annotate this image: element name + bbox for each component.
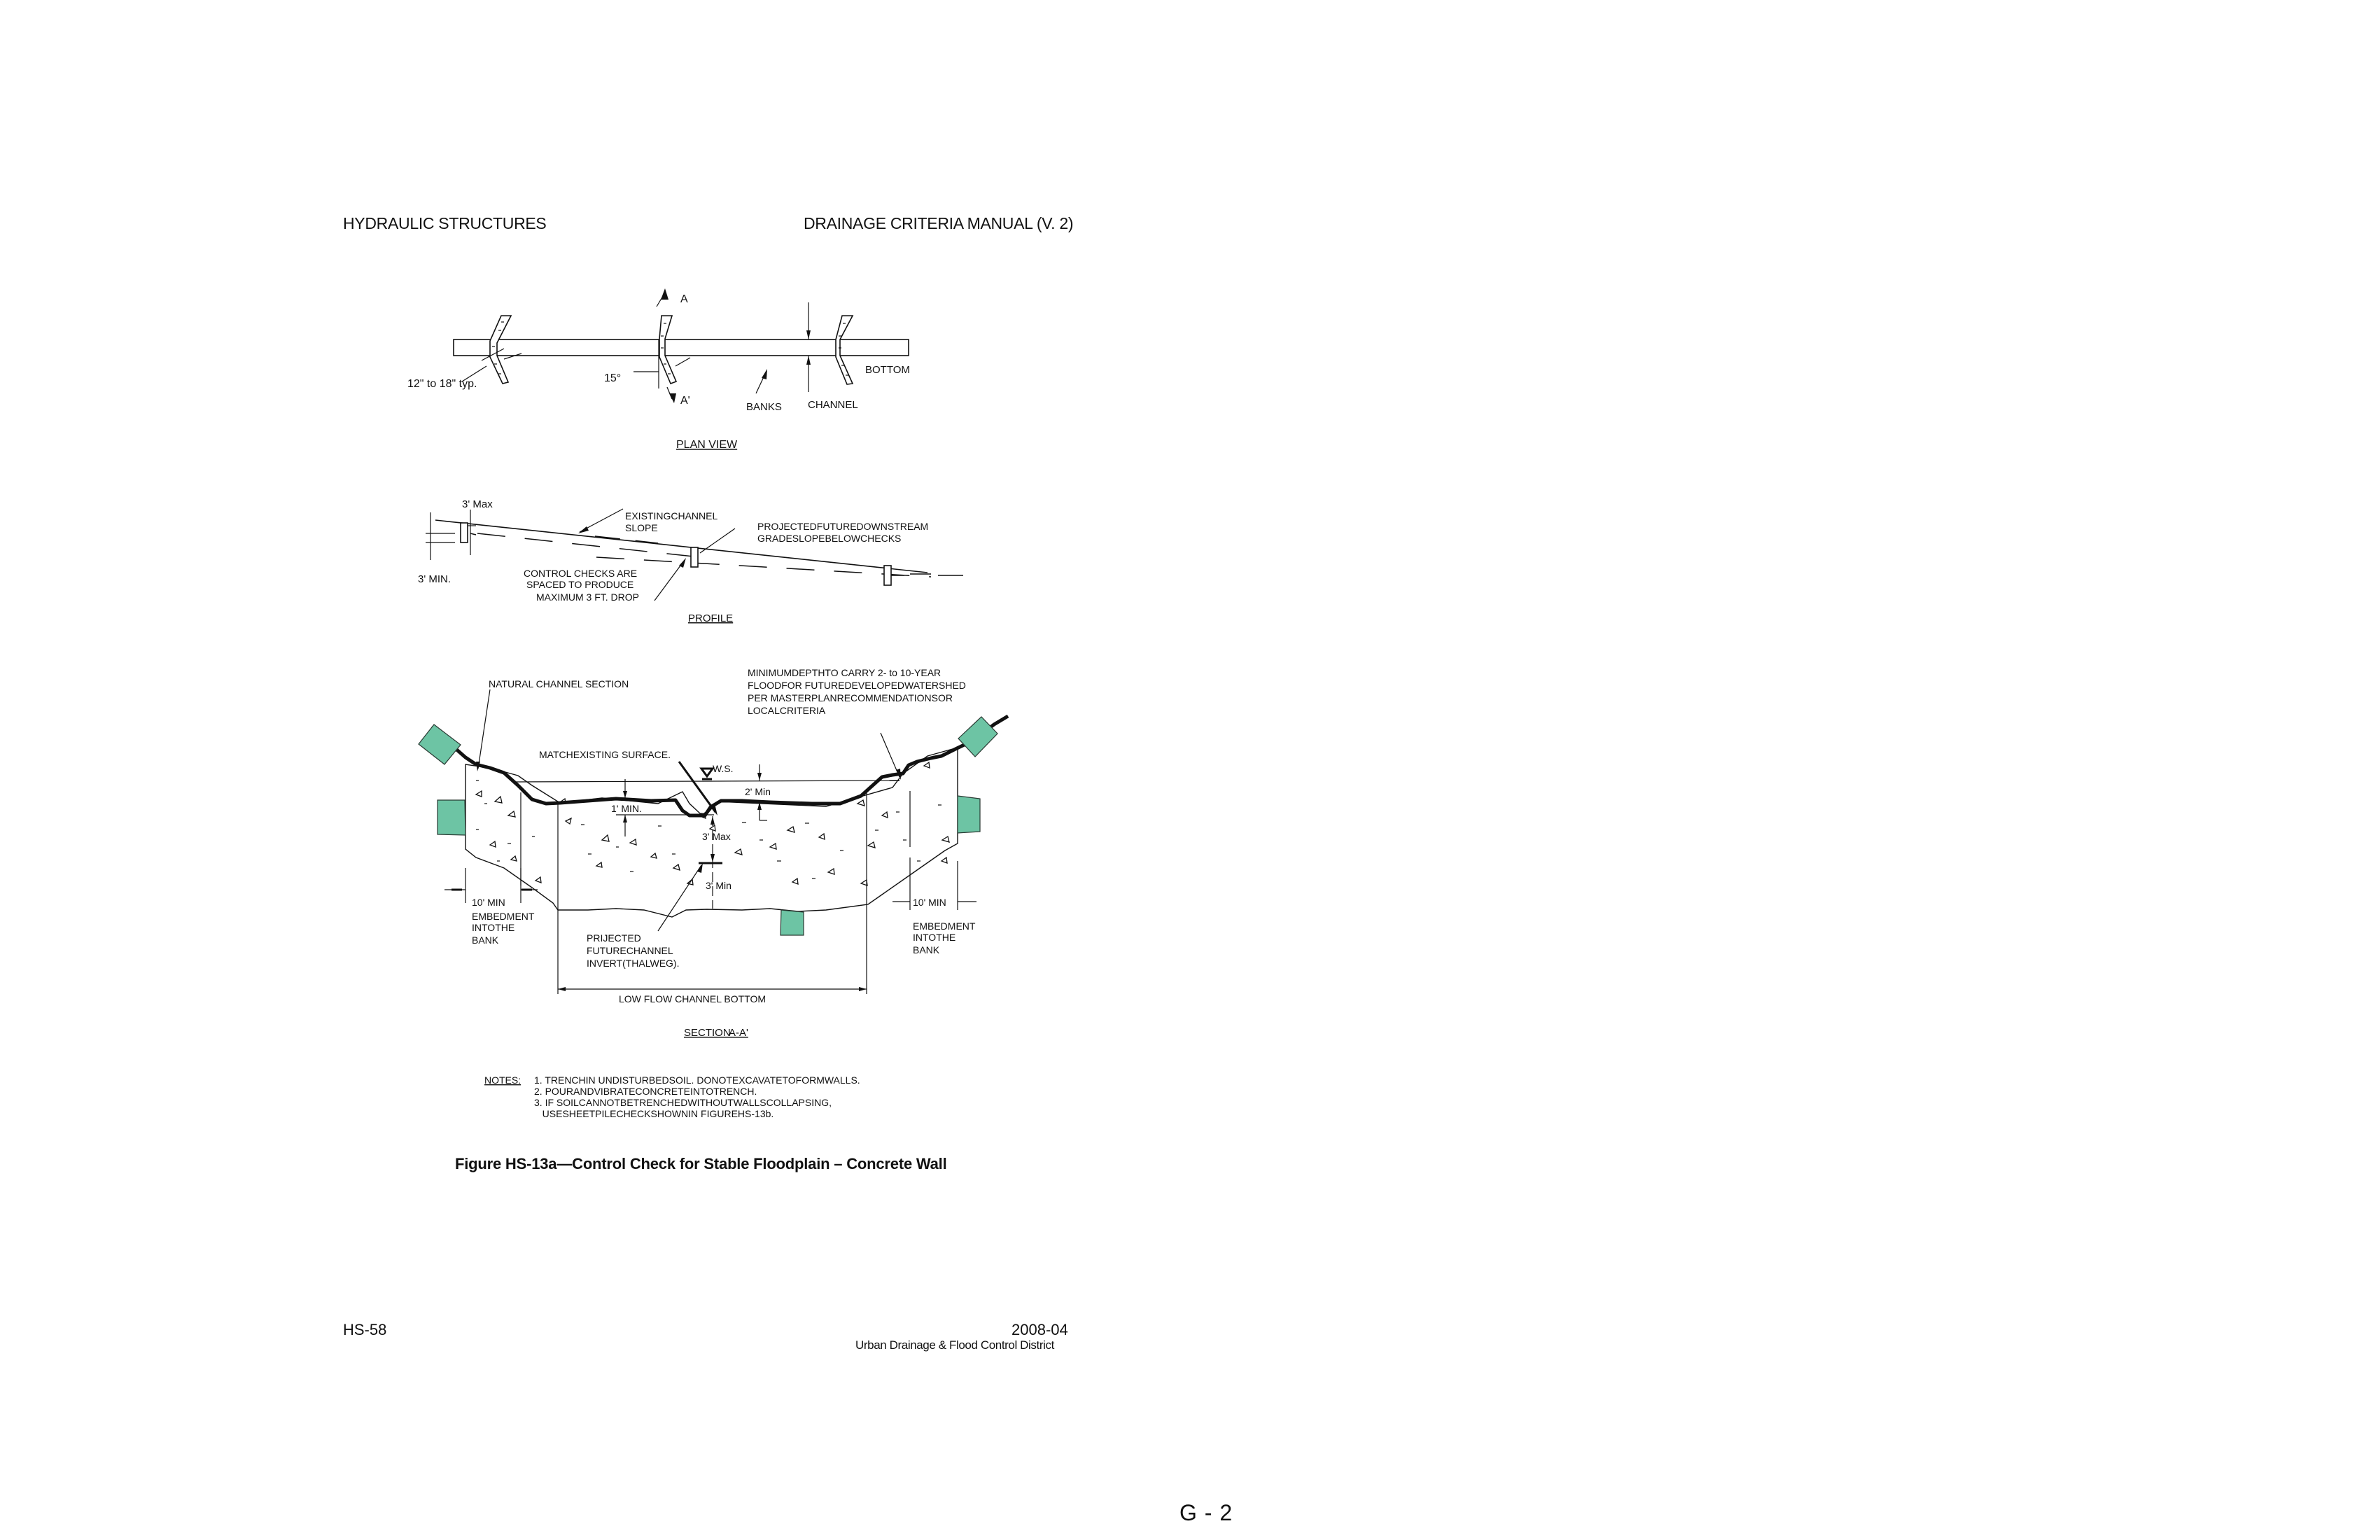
header-left: HYDRAULIC STRUCTURES (343, 214, 547, 232)
profile-view: 3' Max 3' MIN. EXISTINGCHANNEL SLOPE PRO… (418, 498, 963, 624)
control-check-right (835, 315, 854, 385)
section-title-a: SECTION (684, 1027, 731, 1039)
label-embed-left-2: INTOTHE (472, 922, 514, 933)
profile-title: PROFILE (688, 612, 733, 624)
control-check-middle (659, 315, 678, 385)
label-1-min: 1' MIN. (611, 803, 642, 814)
label-min-depth-2: FLOODFOR FUTUREDEVELOPEDWATERSHED (748, 680, 966, 691)
label-section-a-prime: A' (680, 395, 690, 407)
label-10-min-left: 10' MIN (472, 897, 505, 908)
note-3-cont: USESHEETPILECHECKSHOWNIN FIGUREHS-13b. (534, 1108, 774, 1119)
label-typ-width: 12" to 18" typ. (407, 378, 477, 390)
label-projected-1: PRIJECTED (587, 932, 641, 944)
footer-date: 2008-04 (1011, 1321, 1068, 1338)
label-existing-slope-1: EXISTINGCHANNEL (625, 510, 718, 522)
label-embed-right-1: EMBEDMENT (913, 920, 976, 932)
label-embed-left-1: EMBEDMENT (472, 911, 535, 922)
label-embed-left-3: BANK (472, 934, 499, 946)
section-title-b: A-A' (729, 1027, 748, 1039)
label-match-surface: MATCHEXISTING SURFACE. (539, 749, 671, 760)
riprap-block-mid-left (437, 799, 466, 836)
label-2-min: 2' Min (745, 786, 771, 797)
label-section-a: A (680, 293, 688, 305)
riprap-block-upper-left (418, 724, 461, 765)
figure-caption: Figure HS-13a—Control Check for Stable F… (455, 1155, 947, 1172)
label-min-depth-1: MINIMUMDEPTHTO CARRY 2- to 10-YEAR (748, 667, 941, 678)
note-3: 3. IF SOILCANNOTBETRENCHEDWITHOUTWALLSCO… (534, 1097, 832, 1108)
riprap-block-upper-right (958, 716, 998, 757)
water-surface-line (515, 780, 900, 783)
notes-label: NOTES: (484, 1074, 521, 1086)
riprap-block-mid-right (957, 795, 981, 834)
existing-slope-line (435, 519, 928, 573)
label-bottom: BOTTOM (865, 364, 910, 376)
label-min-depth-3: PER MASTERPLANRECOMMENDATIONSOR (748, 692, 953, 704)
label-3-min: 3' MIN. (418, 573, 451, 585)
label-projected-3: INVERT(THALWEG). (587, 958, 680, 969)
label-min-depth-4: LOCALCRITERIA (748, 705, 826, 716)
label-low-flow: LOW FLOW CHANNEL BOTTOM (619, 993, 766, 1004)
label-embed-right-3: BANK (913, 944, 940, 955)
label-ws: W.S. (713, 763, 734, 774)
plan-view-title: PLAN VIEW (676, 439, 738, 451)
footer-page-id: HS-58 (343, 1321, 387, 1338)
profile-check-3 (883, 565, 892, 586)
label-projected-1: PROJECTEDFUTUREDOWNSTREAM (757, 521, 928, 532)
label-spacing-2: SPACED TO PRODUCE (526, 579, 634, 590)
label-channel: CHANNEL (808, 399, 858, 411)
label-natural-channel: NATURAL CHANNEL SECTION (489, 678, 629, 690)
notes: NOTES: 1. TRENCHIN UNDISTURBEDSOIL. DONO… (484, 1074, 860, 1119)
section-view: NATURAL CHANNEL SECTION MINIMUMDEPTHTO C… (418, 667, 1009, 1039)
label-10-min-right: 10' MIN (913, 897, 946, 908)
note-2: 2. POURANDVIBRATECONCRETEINTOTRENCH. (534, 1086, 757, 1097)
label-spacing-3: MAXIMUM 3 FT. DROP (536, 592, 639, 603)
control-check-left (489, 315, 512, 384)
plan-view: 12" to 18" typ. 15° A A' BANKS CHANNEL B… (407, 288, 910, 451)
label-projected-2: GRADESLOPEBELOWCHECKS (757, 533, 901, 544)
label-3-max: 3' Max (462, 498, 493, 510)
channel-bottom-bar (453, 339, 909, 356)
label-projected-2: FUTURECHANNEL (587, 945, 673, 956)
profile-check-1 (460, 522, 468, 543)
label-angle: 15° (604, 372, 621, 384)
note-1: 1. TRENCHIN UNDISTURBEDSOIL. DONOTEXCAVA… (534, 1074, 860, 1086)
label-3-min: 3' Min (706, 880, 732, 891)
label-3-max: 3' Max (702, 831, 731, 842)
label-embed-right-2: INTOTHE (913, 932, 955, 943)
footer-org: Urban Drainage & Flood Control District (855, 1338, 1054, 1352)
page-number: G - 2 (1180, 1500, 1233, 1525)
riprap-block-bottom (780, 909, 804, 936)
profile-check-2 (690, 547, 699, 568)
label-existing-slope-2: SLOPE (625, 522, 658, 533)
label-banks: BANKS (746, 401, 782, 413)
header-right: DRAINAGE CRITERIA MANUAL (V. 2) (804, 214, 1074, 232)
label-spacing-1: CONTROL CHECKS ARE (524, 568, 637, 579)
